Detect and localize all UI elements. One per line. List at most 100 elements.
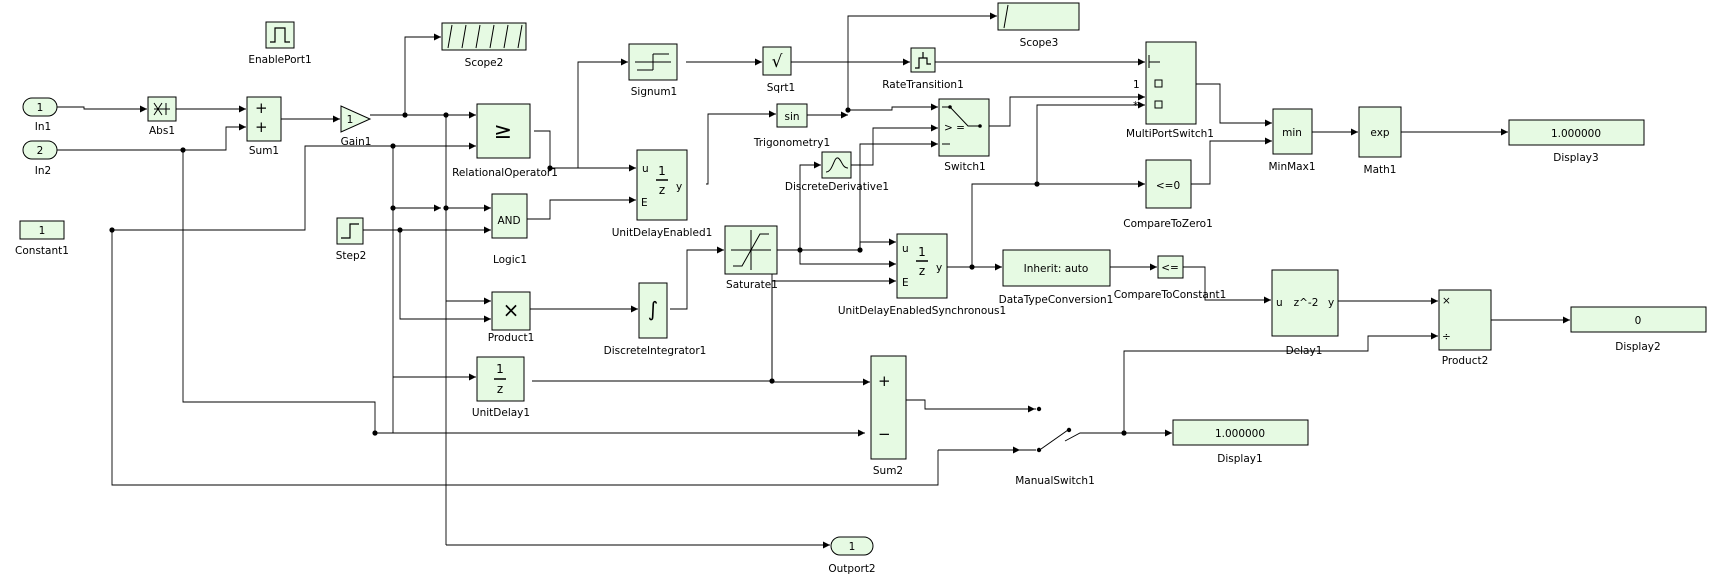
block-minmax1[interactable]: min MinMax1 bbox=[1268, 108, 1316, 173]
wire-const-manswitch bbox=[111, 230, 939, 486]
inport-shape bbox=[22, 97, 58, 117]
constant-shape bbox=[19, 220, 65, 240]
block-label: Math1 bbox=[1364, 164, 1397, 176]
block-ude1[interactable]: u E y 1 z UnitDelayEnabled1 bbox=[612, 149, 713, 239]
port-number: 1 bbox=[849, 541, 856, 553]
block-constant1[interactable]: 1 Constant1 bbox=[15, 220, 69, 257]
discint-shape bbox=[638, 282, 668, 339]
wire-compconst-delay bbox=[1182, 266, 1271, 304]
compare-op: <= bbox=[1161, 262, 1179, 274]
block-sum2[interactable]: + − Sum2 bbox=[870, 355, 907, 477]
switch-icon bbox=[942, 106, 980, 145]
block-signum1[interactable]: Signum1 bbox=[628, 43, 678, 98]
junction-dot bbox=[180, 147, 186, 153]
relop-shape bbox=[476, 103, 531, 159]
block-outport2[interactable]: 1 Outport2 bbox=[828, 536, 876, 575]
block-display2[interactable]: 0 Display2 bbox=[1570, 306, 1707, 353]
enableport-shape bbox=[265, 21, 295, 49]
block-step2[interactable]: Step2 bbox=[336, 217, 367, 262]
wire-manswitch-out bbox=[1064, 432, 1124, 442]
block-display1[interactable]: 1.000000 Display1 bbox=[1172, 419, 1309, 465]
wire-step-product bbox=[399, 230, 491, 323]
block-relop1[interactable]: ≥ RelationalOperator1 bbox=[452, 103, 558, 179]
block-udes1[interactable]: u E y 1 z UnitDelayEnabledSynchronous1 bbox=[838, 233, 1006, 317]
logic-shape bbox=[491, 193, 528, 239]
block-comptozero1[interactable]: <=0 CompareToZero1 bbox=[1123, 159, 1213, 230]
rate-transition-icon bbox=[915, 52, 931, 69]
block-logic1[interactable]: AND Logic1 bbox=[491, 193, 528, 266]
port-number: 1 bbox=[37, 102, 44, 114]
delay-den: z bbox=[659, 183, 665, 197]
block-scope3[interactable]: Scope3 bbox=[997, 2, 1080, 49]
wire-logic-ude bbox=[527, 196, 636, 220]
junction-dot bbox=[372, 430, 378, 436]
block-scope2[interactable]: Scope2 bbox=[441, 22, 527, 69]
delay-den: z bbox=[919, 264, 925, 278]
block-manswitch1[interactable]: ManualSwitch1 bbox=[1015, 406, 1095, 487]
wire-sat-udes-u bbox=[800, 238, 896, 251]
sum-shape bbox=[246, 96, 282, 142]
wire-in2-sum1 bbox=[57, 123, 246, 151]
multiport-shape bbox=[1145, 41, 1197, 125]
block-label: In2 bbox=[35, 165, 51, 177]
block-comptoconst1[interactable]: <= CompareToConstant1 bbox=[1114, 255, 1227, 301]
block-sum1[interactable]: + + Sum1 bbox=[246, 96, 282, 157]
block-in1[interactable]: 1 In1 bbox=[22, 97, 58, 133]
block-unitdelay1[interactable]: 1 z UnitDelay1 bbox=[472, 356, 530, 419]
block-discderiv1[interactable]: DiscreteDerivative1 bbox=[785, 151, 889, 193]
block-label: ManualSwitch1 bbox=[1015, 475, 1095, 487]
block-saturate1[interactable]: Saturate1 bbox=[724, 225, 778, 291]
junction-dots bbox=[109, 107, 1127, 436]
block-label: Scope2 bbox=[465, 57, 504, 69]
block-discint1[interactable]: ∫ DiscreteIntegrator1 bbox=[604, 282, 707, 357]
block-ratetrans1[interactable]: RateTransition1 bbox=[882, 47, 964, 91]
port-u: u bbox=[1276, 297, 1283, 309]
display-value: 1.000000 bbox=[1551, 128, 1601, 140]
block-dtc1[interactable]: Inherit: auto DataTypeConversion1 bbox=[999, 249, 1114, 306]
block-product1[interactable]: × Product1 bbox=[488, 291, 535, 344]
block-label: Sum1 bbox=[249, 145, 279, 157]
junction-dot bbox=[797, 247, 803, 253]
block-label: Sqrt1 bbox=[767, 82, 795, 94]
display-value: 1.000000 bbox=[1215, 428, 1265, 440]
block-label: Display2 bbox=[1615, 341, 1660, 353]
pulse-icon bbox=[270, 27, 290, 43]
logic-op: AND bbox=[497, 215, 520, 227]
block-label: RelationalOperator1 bbox=[452, 167, 558, 179]
sum-sign: + bbox=[255, 99, 268, 117]
wire-trig-scope3 bbox=[847, 12, 997, 110]
block-switch1[interactable]: > = Switch1 bbox=[938, 98, 990, 173]
product-shape bbox=[1438, 289, 1492, 351]
block-enableport1[interactable]: EnablePort1 bbox=[248, 21, 312, 66]
compare-shape bbox=[1145, 159, 1192, 209]
block-label: EnablePort1 bbox=[248, 54, 311, 66]
deriv-shape bbox=[821, 151, 852, 179]
port-label: 1 bbox=[1133, 79, 1140, 91]
block-label: Sum2 bbox=[873, 465, 903, 477]
block-abs1[interactable]: Abs1 bbox=[147, 96, 177, 137]
block-display3[interactable]: 1.000000 Display3 bbox=[1508, 119, 1645, 164]
block-in2[interactable]: 2 In2 bbox=[22, 140, 58, 177]
block-gain1[interactable]: 1 Gain1 bbox=[340, 105, 372, 148]
wire-in2-branch bbox=[182, 150, 376, 433]
block-label: DiscreteDerivative1 bbox=[785, 181, 889, 193]
switch-contact bbox=[1036, 447, 1042, 453]
wire-multiport-ctrl bbox=[1036, 101, 1145, 184]
block-product2[interactable]: × ÷ Product2 bbox=[1438, 289, 1492, 367]
junction-dot bbox=[857, 247, 863, 253]
block-sqrt1[interactable]: √ Sqrt1 bbox=[762, 46, 795, 94]
switch-contact bbox=[1066, 427, 1072, 433]
junction-dot bbox=[397, 227, 403, 233]
abs-icon bbox=[153, 102, 170, 116]
block-math1[interactable]: exp Math1 bbox=[1358, 106, 1402, 176]
port-e: E bbox=[902, 277, 909, 289]
junction-dot bbox=[109, 227, 115, 233]
block-delay1[interactable]: u z^-2 y Delay1 bbox=[1271, 269, 1339, 357]
block-label: Signum1 bbox=[631, 86, 677, 98]
junction-dot bbox=[402, 112, 408, 118]
product-sign: × bbox=[1442, 295, 1451, 307]
block-label: Trigonometry1 bbox=[753, 137, 830, 149]
block-multiport1[interactable]: 1 * MultiPortSwitch1 bbox=[1126, 41, 1214, 140]
block-trig1[interactable]: sin Trigonometry1 bbox=[753, 103, 830, 149]
